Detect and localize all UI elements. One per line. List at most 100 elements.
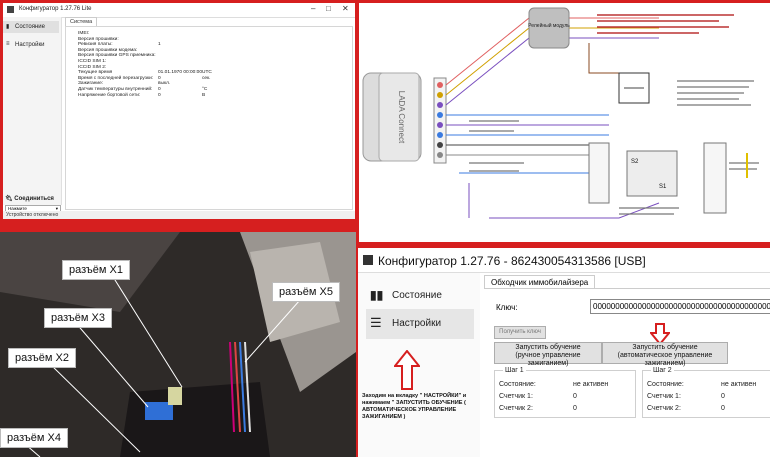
get-key-button[interactable]: Получить ключ xyxy=(494,326,546,339)
label-x2: разъём X2 xyxy=(8,348,76,368)
sidebar-item-status[interactable]: ▮ Состояние xyxy=(3,21,59,33)
chevron-down-icon: ▾ xyxy=(55,206,58,211)
wires xyxy=(445,17,660,219)
info-label: Ревизия платы: xyxy=(78,42,113,48)
maximize-icon[interactable]: □ xyxy=(326,4,331,13)
sidebar-item-label: Настройки xyxy=(15,42,45,48)
app-icon xyxy=(7,6,14,13)
info-label: Версия прошивки модема: xyxy=(78,47,138,53)
connect-label: Соединиться xyxy=(14,196,54,202)
frame-mid-right xyxy=(358,242,770,248)
status-bar: Устройство отключено xyxy=(3,211,355,219)
sidebar: ▮▮ Состояние ☰ Настройки Заходим на вкла… xyxy=(358,273,480,457)
label-x1: разъём X1 xyxy=(62,260,130,280)
svg-text:LADA Connect: LADA Connect xyxy=(397,91,406,144)
frame-left xyxy=(0,0,3,232)
minimize-icon[interactable]: – xyxy=(311,4,316,13)
info-unit: В xyxy=(202,92,206,98)
label-x5: разъём X5 xyxy=(272,282,340,302)
relay-module: Релейный модуль xyxy=(528,7,570,49)
configurator-window: Конфигуратор 1.27.76 - 862430054313586 [… xyxy=(358,248,770,457)
step1-title: Шаг 1 xyxy=(503,367,526,374)
info-label: ICCID SIM 1: xyxy=(78,59,107,64)
window-title: Конфигуратор 1.27.76 - 862430054313586 [… xyxy=(378,254,646,268)
connector-pins xyxy=(433,77,447,164)
info-value: 0 xyxy=(158,92,161,98)
frame-top xyxy=(0,0,770,3)
sliders-icon: ≡ xyxy=(6,41,10,47)
bar-chart-icon: ▮▮ xyxy=(370,288,384,302)
wiring-diagram: LADA Connect xyxy=(359,3,767,242)
sidebar-item-label: Настройки xyxy=(392,318,442,329)
sidebar-item-label: Состояние xyxy=(15,24,45,30)
window-titlebar: Конфигуратор 1.27.76 Lite – □ ✕ xyxy=(3,3,355,18)
step2-group: Шаг 2 Состояние: не активен Счетчик 1: 0… xyxy=(642,367,770,418)
close-icon[interactable]: ✕ xyxy=(342,4,349,13)
info-label: Версия прошивки GPS приемника: xyxy=(78,53,156,59)
step2-counter1-value: 0 xyxy=(721,393,725,400)
info-value: 0 xyxy=(158,87,161,92)
frame-mid-left xyxy=(0,219,356,232)
info-label: Датчик температуры внутренний: xyxy=(78,87,153,92)
configurator-lite-window: Конфигуратор 1.27.76 Lite – □ ✕ ▮ Состоя… xyxy=(3,3,355,219)
info-label: IMEI: xyxy=(78,31,90,36)
port-select-value: Нажмите xyxy=(8,206,27,211)
info-value: 1 xyxy=(158,42,161,48)
info-unit: сек. xyxy=(202,75,211,81)
info-label: Время с последней перезагрузки: xyxy=(78,75,154,81)
window-title: Конфигуратор 1.27.76 Lite xyxy=(19,6,92,12)
connect-button[interactable]: 🔌︎ Соединиться xyxy=(5,195,54,202)
sidebar-item-label: Состояние xyxy=(392,290,442,301)
relay-symbol xyxy=(618,72,650,104)
info-label: Зажигание: xyxy=(78,81,104,87)
step2-counter2-label: Счетчик 2: xyxy=(647,405,681,412)
info-label: Версия прошивки: xyxy=(78,36,119,42)
svg-text:S1: S1 xyxy=(659,184,667,190)
note-text-lines xyxy=(469,80,759,215)
label-x3: разъём X3 xyxy=(44,308,112,328)
tab-system[interactable]: Система xyxy=(65,17,98,26)
start-training-auto-button[interactable]: Запустить обучение (автоматическое управ… xyxy=(602,342,728,367)
sidebar: ▮ Состояние ≡ Настройки 🔌︎ Соединиться xyxy=(3,17,62,205)
plug-icon: 🔌︎ xyxy=(5,196,13,202)
key-input[interactable]: 0000000000000000000000000000000000000000… xyxy=(590,299,770,314)
chart-icon: ▮ xyxy=(6,24,10,30)
lada-connect-module: LADA Connect xyxy=(362,72,422,162)
info-unit: °C xyxy=(202,87,208,92)
info-value: 0 xyxy=(158,75,161,81)
step1-state-value: не активен xyxy=(573,381,609,388)
step1-counter2-value: 0 xyxy=(573,405,577,412)
step1-group: Шаг 1 Состояние: не активен Счетчик 1: 0… xyxy=(494,367,636,418)
window-titlebar: Конфигуратор 1.27.76 - 862430054313586 [… xyxy=(358,248,770,273)
tab-content xyxy=(484,288,770,458)
info-unit: UTC xyxy=(202,70,212,76)
key-label: Ключ: xyxy=(496,303,518,312)
status-text: Устройство отключено xyxy=(6,212,59,218)
photo-connectors: разъём X1 разъём X3 разъём X2 разъём X4 … xyxy=(0,232,356,457)
sidebar-item-settings[interactable]: ☰ Настройки xyxy=(366,309,474,339)
annotation-lines xyxy=(597,14,734,34)
main-area: Система IMEI:Версия прошивки:Ревизия пла… xyxy=(63,17,353,210)
wiring-diagram-svg: LADA Connect xyxy=(362,7,759,219)
info-value: 01.01.1970 00:00:00 xyxy=(158,70,203,76)
step2-state-value: не активен xyxy=(721,381,757,388)
info-value: выкл. xyxy=(158,81,171,87)
tab-immobilizer[interactable]: Обходчик иммобилайзера xyxy=(484,275,596,289)
sliders-icon: ☰ xyxy=(370,315,382,330)
start-training-manual-button[interactable]: Запустить обучение (ручное управление за… xyxy=(494,342,602,367)
sidebar-item-status[interactable]: ▮▮ Состояние xyxy=(366,281,474,311)
photo-image xyxy=(0,232,356,457)
step1-counter1-value: 0 xyxy=(573,393,577,400)
connector-blocks: S2 S1 xyxy=(588,142,727,214)
main-area: Обходчик иммобилайзера Ключ: 00000000000… xyxy=(482,273,770,457)
step1-counter2-label: Счетчик 2: xyxy=(499,405,533,412)
info-label: ICCID SIM 2: xyxy=(78,64,107,70)
step2-title: Шаг 2 xyxy=(651,367,674,374)
svg-text:S2: S2 xyxy=(631,159,639,165)
arrow-down-icon xyxy=(650,323,670,345)
frame-center xyxy=(355,0,359,457)
step1-state-label: Состояние: xyxy=(499,381,536,388)
instruction-text: Заходим на вкладку " НАСТРОЙКИ" и нажима… xyxy=(362,393,467,420)
sidebar-item-settings[interactable]: ≡ Настройки xyxy=(3,39,59,51)
